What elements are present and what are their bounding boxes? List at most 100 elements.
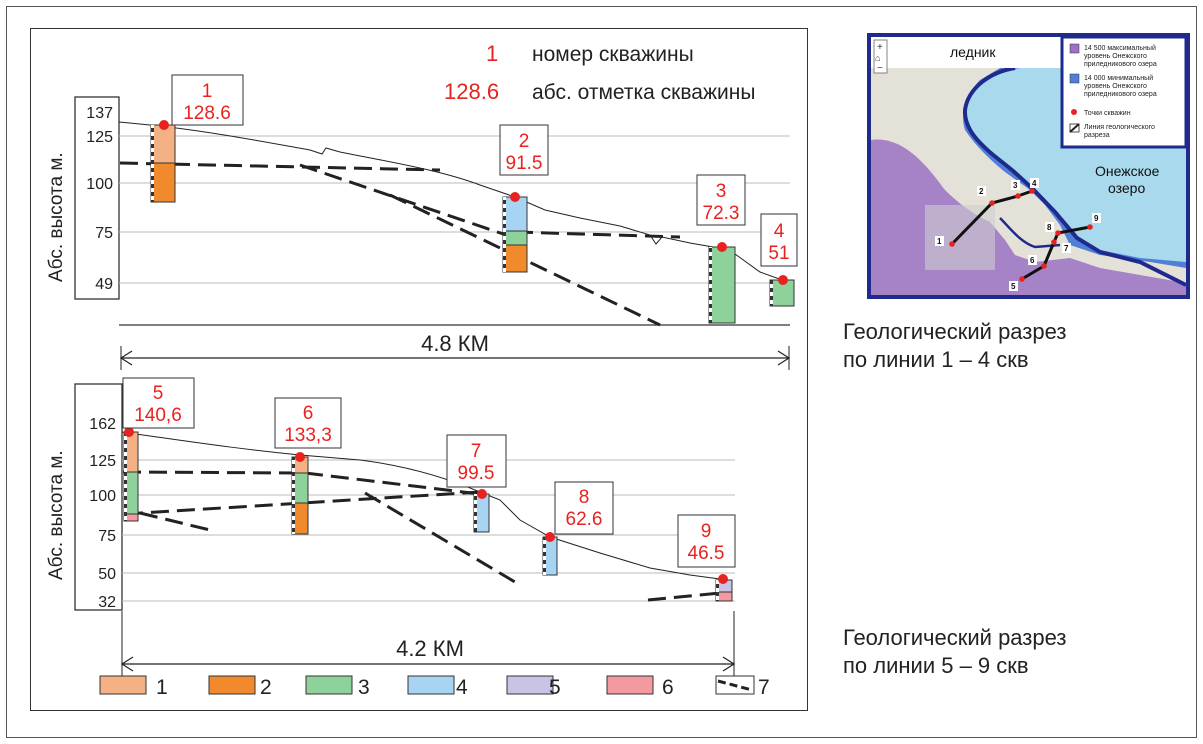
lake-label-1: Онежское — [1095, 163, 1160, 179]
legend-item-7: 7 — [758, 676, 770, 699]
well-7-number: 7 — [471, 441, 482, 462]
caption-section-1: Геологический разрез по линии 1 – 4 скв — [843, 318, 1066, 374]
legend-item-6: 6 — [662, 676, 674, 699]
legend-swatch-6 — [606, 675, 654, 695]
red-dot-icon — [1071, 109, 1077, 115]
well-4-marker — [778, 275, 788, 285]
surface-profile-2 — [121, 431, 721, 580]
well-2-label-box — [499, 124, 549, 176]
well-3-label-box — [696, 174, 746, 226]
map-label-bg-5 — [1009, 281, 1018, 291]
well-2-layer-4 — [502, 196, 528, 232]
home-button[interactable]: ⌂ — [875, 53, 880, 63]
well-3-hatch — [709, 247, 712, 323]
well-3-marker — [717, 242, 727, 252]
map-point-7 — [1051, 239, 1057, 245]
zoom-controls[interactable] — [873, 39, 888, 74]
y-tick-1-1: 125 — [86, 129, 113, 146]
well-6-number: 6 — [303, 403, 314, 424]
map-point-1 — [949, 241, 955, 247]
legend-item-5: 5 — [549, 676, 561, 699]
map-label-2: 2 — [979, 187, 984, 196]
legend-alt-example: 128.6 — [444, 79, 499, 104]
well-6-marker — [295, 452, 305, 462]
legend-swatch-2 — [208, 675, 256, 695]
well-8-marker — [545, 532, 555, 542]
lake-label-2: озеро — [1108, 180, 1145, 196]
y-tick-2-5: 32 — [98, 594, 116, 611]
zoom-out-button[interactable]: − — [877, 63, 883, 74]
map-label-9: 9 — [1094, 214, 1099, 223]
map-label-bg-8 — [1045, 222, 1054, 232]
caption-2-line-1: Геологический разрез — [843, 625, 1067, 650]
well-2-layer-2 — [502, 244, 528, 273]
map-label-7: 7 — [1064, 244, 1069, 253]
map-label-bg-1 — [935, 236, 944, 246]
glacier-area — [871, 37, 1061, 68]
gridlines-2 — [122, 459, 735, 602]
well-2-number: 2 — [519, 131, 530, 152]
well-9-number: 9 — [701, 521, 712, 542]
figure-frame — [6, 6, 1197, 738]
map-label-8: 8 — [1047, 223, 1052, 232]
well-9-hatch — [716, 580, 719, 601]
caption-1-line-2: по линии 1 – 4 скв — [843, 347, 1029, 372]
y-tick-2-1: 125 — [89, 453, 116, 470]
well-8-number: 8 — [579, 487, 590, 508]
y-tick-2-3: 75 — [98, 528, 116, 545]
legend-alt-label: абс. отметка скважины — [532, 81, 755, 104]
purple-square-icon — [1069, 43, 1080, 54]
legend-item-3: 3 — [358, 676, 370, 699]
well-9-marker — [718, 574, 728, 584]
map-label-bg-9 — [1092, 213, 1101, 223]
map-label-bg-4 — [1030, 178, 1039, 188]
y-axis-box-2 — [74, 383, 123, 611]
legend-item-4: 4 — [456, 676, 468, 699]
map-legend-3: Точки скважин — [1084, 110, 1131, 117]
well-5-marker — [124, 427, 134, 437]
caption-section-2: Геологический разрез по линии 5 – 9 скв — [843, 624, 1066, 680]
y-tick-2-4: 50 — [98, 566, 116, 583]
map-label-3: 3 — [1013, 181, 1018, 190]
gridlines-1 — [119, 135, 790, 284]
distance-label-1: 4.8 КМ — [421, 331, 489, 356]
map-point-9 — [1087, 224, 1093, 230]
lithology-legend: 1 2 3 4 5 6 7 — [99, 675, 770, 699]
y-axis-label-1: Абс. высота м. — [46, 152, 67, 282]
caption-1-line-1: Геологический разрез — [843, 319, 1067, 344]
map-point-5 — [1019, 276, 1025, 282]
well-3-layer-3 — [708, 246, 736, 324]
zoom-in-button[interactable]: + — [877, 42, 883, 53]
well-6-label-box — [274, 397, 342, 449]
well-9-altitude: 46.5 — [688, 543, 725, 564]
map-label-bg-2 — [977, 186, 986, 196]
boundary-lines-1 — [119, 161, 681, 327]
well-7-marker — [477, 489, 487, 499]
surface-profile-1 — [118, 121, 786, 282]
map-point-6 — [1041, 263, 1047, 269]
section-line-icon-stroke — [1069, 123, 1080, 133]
map-point-2 — [989, 200, 995, 206]
sections-panel — [30, 28, 808, 711]
well-8-altitude: 62.6 — [566, 509, 603, 530]
legend-item-2: 2 — [260, 676, 272, 699]
caption-2-line-2: по линии 5 – 9 скв — [843, 653, 1029, 678]
section-2: Абс. высота м. 162 125 100 75 50 32 — [46, 377, 736, 676]
well-1-layer-1 — [150, 124, 176, 164]
well-5-altitude: 140,6 — [134, 405, 182, 426]
legend-swatch-5 — [506, 675, 554, 695]
well-6-hatch — [292, 457, 295, 534]
well-3-altitude: 72.3 — [703, 203, 740, 224]
y-tick-1-3: 75 — [95, 225, 113, 242]
well-2-marker — [510, 192, 520, 202]
blue-square-icon — [1069, 73, 1080, 84]
well-5-number: 5 — [153, 383, 164, 404]
map-label-1: 1 — [937, 237, 942, 246]
y-tick-1-4: 49 — [95, 276, 113, 293]
well-5-hatch — [124, 432, 127, 521]
coast-lower — [999, 217, 1061, 249]
well-1-altitude: 128.6 — [183, 103, 231, 124]
